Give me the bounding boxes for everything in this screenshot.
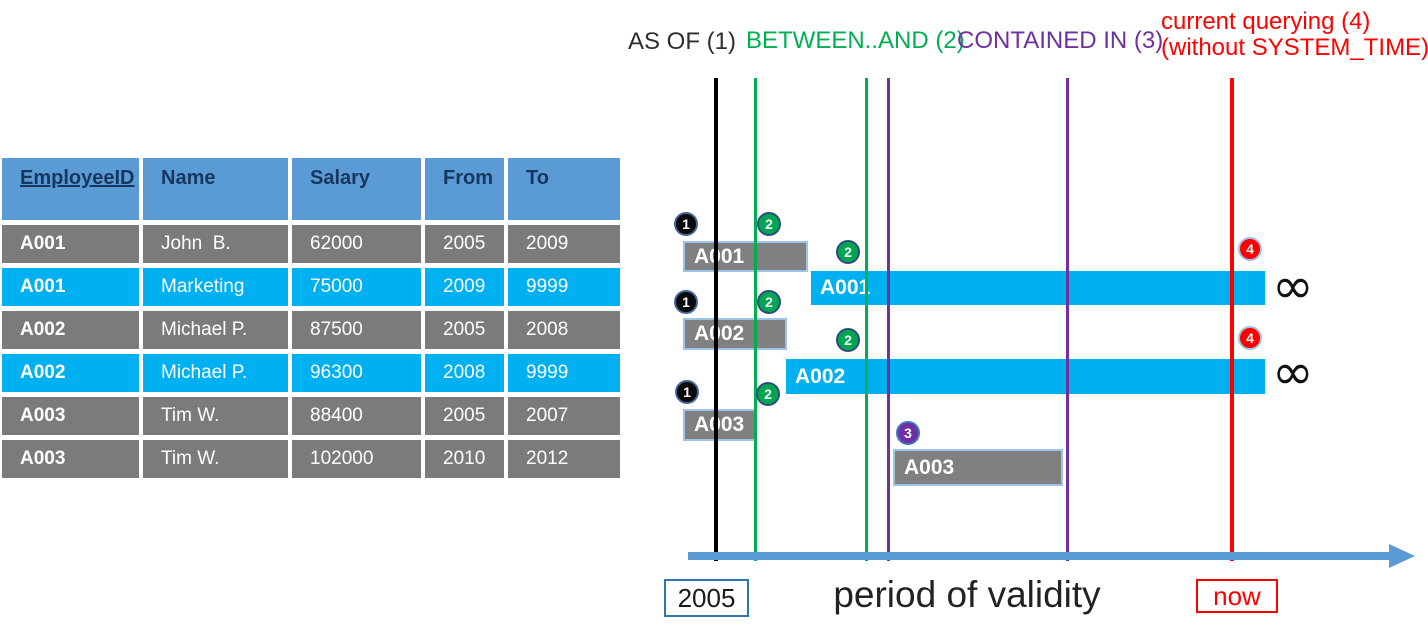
bar-label: A001 — [694, 244, 745, 268]
query-line — [865, 78, 868, 561]
axis-title: period of validity — [833, 574, 1101, 615]
table-cell: 62000 — [292, 225, 421, 263]
column-header-label: Name — [161, 167, 216, 189]
table-cell: 88400 — [292, 397, 421, 435]
table-cell: 2008 — [425, 354, 504, 392]
employee-table-header: EmployeeID Name Salary From To — [2, 158, 620, 220]
query-number-badge: 4 — [1238, 326, 1262, 350]
query-number-badge: 2 — [836, 240, 860, 264]
legend-item-as-of: AS OF (1) — [628, 29, 736, 55]
table-cell: 2009 — [508, 225, 620, 263]
bar-label: A001 — [820, 276, 871, 299]
legend-label: current querying (4) — [1161, 8, 1371, 35]
table-cell: 2005 — [425, 311, 504, 349]
query-number-badge: 1 — [675, 380, 699, 404]
table-cell: Tim W. — [143, 397, 288, 435]
column-header-label: EmployeeID — [20, 167, 135, 189]
column-header-label: From — [443, 167, 493, 189]
query-number-badge: 1 — [674, 212, 698, 236]
legend-label-line2: (without SYSTEM_TIME) — [1161, 34, 1428, 61]
axis-now-box: now — [1196, 579, 1278, 613]
query-line — [1066, 78, 1069, 561]
table-cell: 2010 — [425, 440, 504, 478]
table-cell: 75000 — [292, 268, 421, 306]
query-line — [754, 78, 757, 561]
table-cell: A002 — [2, 311, 139, 349]
table-cell: John B. — [143, 225, 288, 263]
legend-item-between-and: BETWEEN..AND (2) — [746, 28, 965, 54]
table-cell: A002 — [2, 354, 139, 392]
validity-bar-a002-current: A002 — [786, 359, 1265, 394]
table-cell: Marketing — [143, 268, 288, 306]
bar-label: A002 — [795, 364, 846, 388]
column-header-from: From — [425, 158, 504, 220]
time-axis-arrowhead-icon — [1389, 544, 1415, 568]
validity-bar-a002-history: A002 — [683, 318, 787, 350]
axis-start-year-box: 2005 — [664, 579, 749, 617]
bar-label: A003 — [694, 413, 745, 436]
time-axis — [688, 552, 1391, 560]
infinity-icon: ∞ — [1272, 257, 1314, 315]
column-header-name: Name — [143, 158, 288, 220]
table-cell: A001 — [2, 268, 139, 306]
validity-bar-a003-history: A003 — [683, 409, 756, 441]
query-number-badge: 3 — [896, 421, 920, 445]
column-header-label: Salary — [310, 167, 371, 189]
table-cell: A003 — [2, 440, 139, 478]
column-header-to: To — [508, 158, 620, 220]
axis-now-label: now — [1213, 580, 1261, 611]
table-cell: 2009 — [425, 268, 504, 306]
table-cell: 2005 — [425, 225, 504, 263]
table-cell: 2005 — [425, 397, 504, 435]
table-cell: Michael P. — [143, 311, 288, 349]
column-header-label: To — [526, 167, 549, 189]
table-cell: Michael P. — [143, 354, 288, 392]
legend-label: BETWEEN..AND (2) — [746, 27, 965, 54]
axis-start-year: 2005 — [677, 582, 736, 613]
query-number-badge: 4 — [1238, 237, 1262, 261]
legend-label: CONTAINED IN (3) — [957, 27, 1164, 54]
query-line — [887, 78, 890, 561]
infinity-icon: ∞ — [1272, 343, 1314, 401]
table-cell: 2008 — [508, 311, 620, 349]
table-cell: 2007 — [508, 397, 620, 435]
bar-label: A003 — [904, 455, 955, 479]
table-cell: 102000 — [292, 440, 421, 478]
validity-bar-a001-current: A001 — [811, 271, 1265, 305]
query-number-badge: 2 — [836, 328, 860, 352]
table-cell: 9999 — [508, 354, 620, 392]
table-cell: 96300 — [292, 354, 421, 392]
bar-label: A002 — [694, 322, 745, 345]
column-header-salary: Salary — [292, 158, 421, 220]
validity-bar-a003-history: A003 — [893, 449, 1063, 486]
query-line — [714, 78, 718, 561]
table-cell: A003 — [2, 397, 139, 435]
table-cell: 87500 — [292, 311, 421, 349]
table-cell: 9999 — [508, 268, 620, 306]
legend-label: AS OF (1) — [628, 28, 737, 55]
column-header-employeeid: EmployeeID — [2, 158, 139, 220]
query-line — [1230, 78, 1234, 561]
query-number-badge: 2 — [757, 212, 781, 236]
legend-item-contained-in: CONTAINED IN (3) — [957, 28, 1163, 54]
query-number-badge: 1 — [674, 290, 698, 314]
legend-item-current-querying: current querying (4)(without SYSTEM_TIME… — [1161, 9, 1428, 61]
table-cell: Tim W. — [143, 440, 288, 478]
query-number-badge: 2 — [756, 382, 780, 406]
validity-bar-a001-history: A001 — [683, 241, 808, 272]
table-cell: A001 — [2, 225, 139, 263]
query-number-badge: 2 — [757, 290, 781, 314]
table-cell: 2012 — [508, 440, 620, 478]
